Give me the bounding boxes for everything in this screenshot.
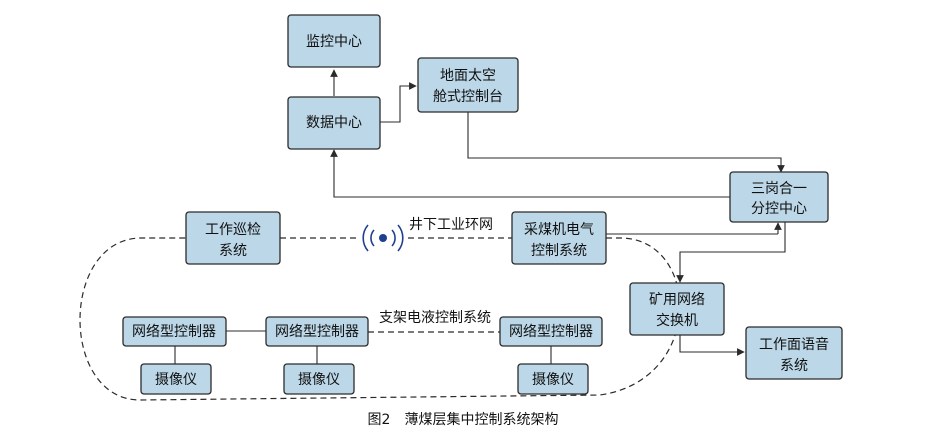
inspection-system-box <box>185 211 281 265</box>
data-center-box <box>287 96 381 150</box>
network-controller-3-box <box>499 316 603 347</box>
camera-3-box <box>517 363 589 395</box>
network-controller-2-label: 网络型控制器 <box>275 324 359 340</box>
three-post-center-box <box>729 171 829 223</box>
figure-caption: 图2 薄煤层集中控制系统架构 <box>368 411 559 428</box>
voice-system-box <box>745 326 843 380</box>
network-controller-1-label: 网络型控制器 <box>132 324 216 340</box>
camera-2-label: 摄像仪 <box>298 372 340 388</box>
data-center-label: 数据中心 <box>306 115 362 131</box>
edge-three-post-to-data <box>330 149 730 198</box>
capsule-console-label-1: 地面太空 <box>440 68 496 84</box>
capsule-console-box <box>417 57 519 113</box>
network-controller-2-box <box>265 316 369 347</box>
network-controller-3-label: 网络型控制器 <box>509 324 593 340</box>
voice-label-2: 系统 <box>780 358 808 374</box>
switch-label-1: 矿用网络 <box>649 292 705 308</box>
camera-1-label: 摄像仪 <box>155 372 197 388</box>
shearer-label-2: 控制系统 <box>531 243 587 259</box>
hydraulic-system-label: 支架电液控制系统 <box>379 310 491 326</box>
three-post-label-1: 三岗合一 <box>751 181 807 197</box>
switch-label-2: 交换机 <box>656 312 698 329</box>
wireless-signal-icon <box>362 224 404 252</box>
voice-label-1: 工作面语音 <box>759 336 829 353</box>
edge-three-post-to-switch <box>676 222 786 283</box>
edge-data-to-capsule <box>380 82 417 123</box>
inspection-label-1: 工作巡检 <box>205 222 261 238</box>
monitor-center-label: 监控中心 <box>306 34 362 50</box>
ring-network-loop <box>79 237 681 401</box>
ring-network-label: 井下工业环网 <box>409 217 493 233</box>
camera-3-label: 摄像仪 <box>532 372 574 388</box>
camera-1-box <box>140 363 212 395</box>
edge-capsule-to-three-post <box>467 112 785 173</box>
network-switch-box <box>629 282 725 336</box>
three-post-label-2: 分控中心 <box>751 201 807 217</box>
network-controller-1-box <box>122 316 227 347</box>
shearer-label-1: 采煤机电气 <box>524 222 594 238</box>
edge-switch-to-voice <box>679 334 745 356</box>
camera-2-box <box>283 363 355 395</box>
monitor-center-box <box>287 14 381 68</box>
shearer-control-box <box>511 211 607 265</box>
inspection-label-2: 系统 <box>219 243 247 259</box>
capsule-console-label-2: 舱式控制台 <box>433 89 503 105</box>
